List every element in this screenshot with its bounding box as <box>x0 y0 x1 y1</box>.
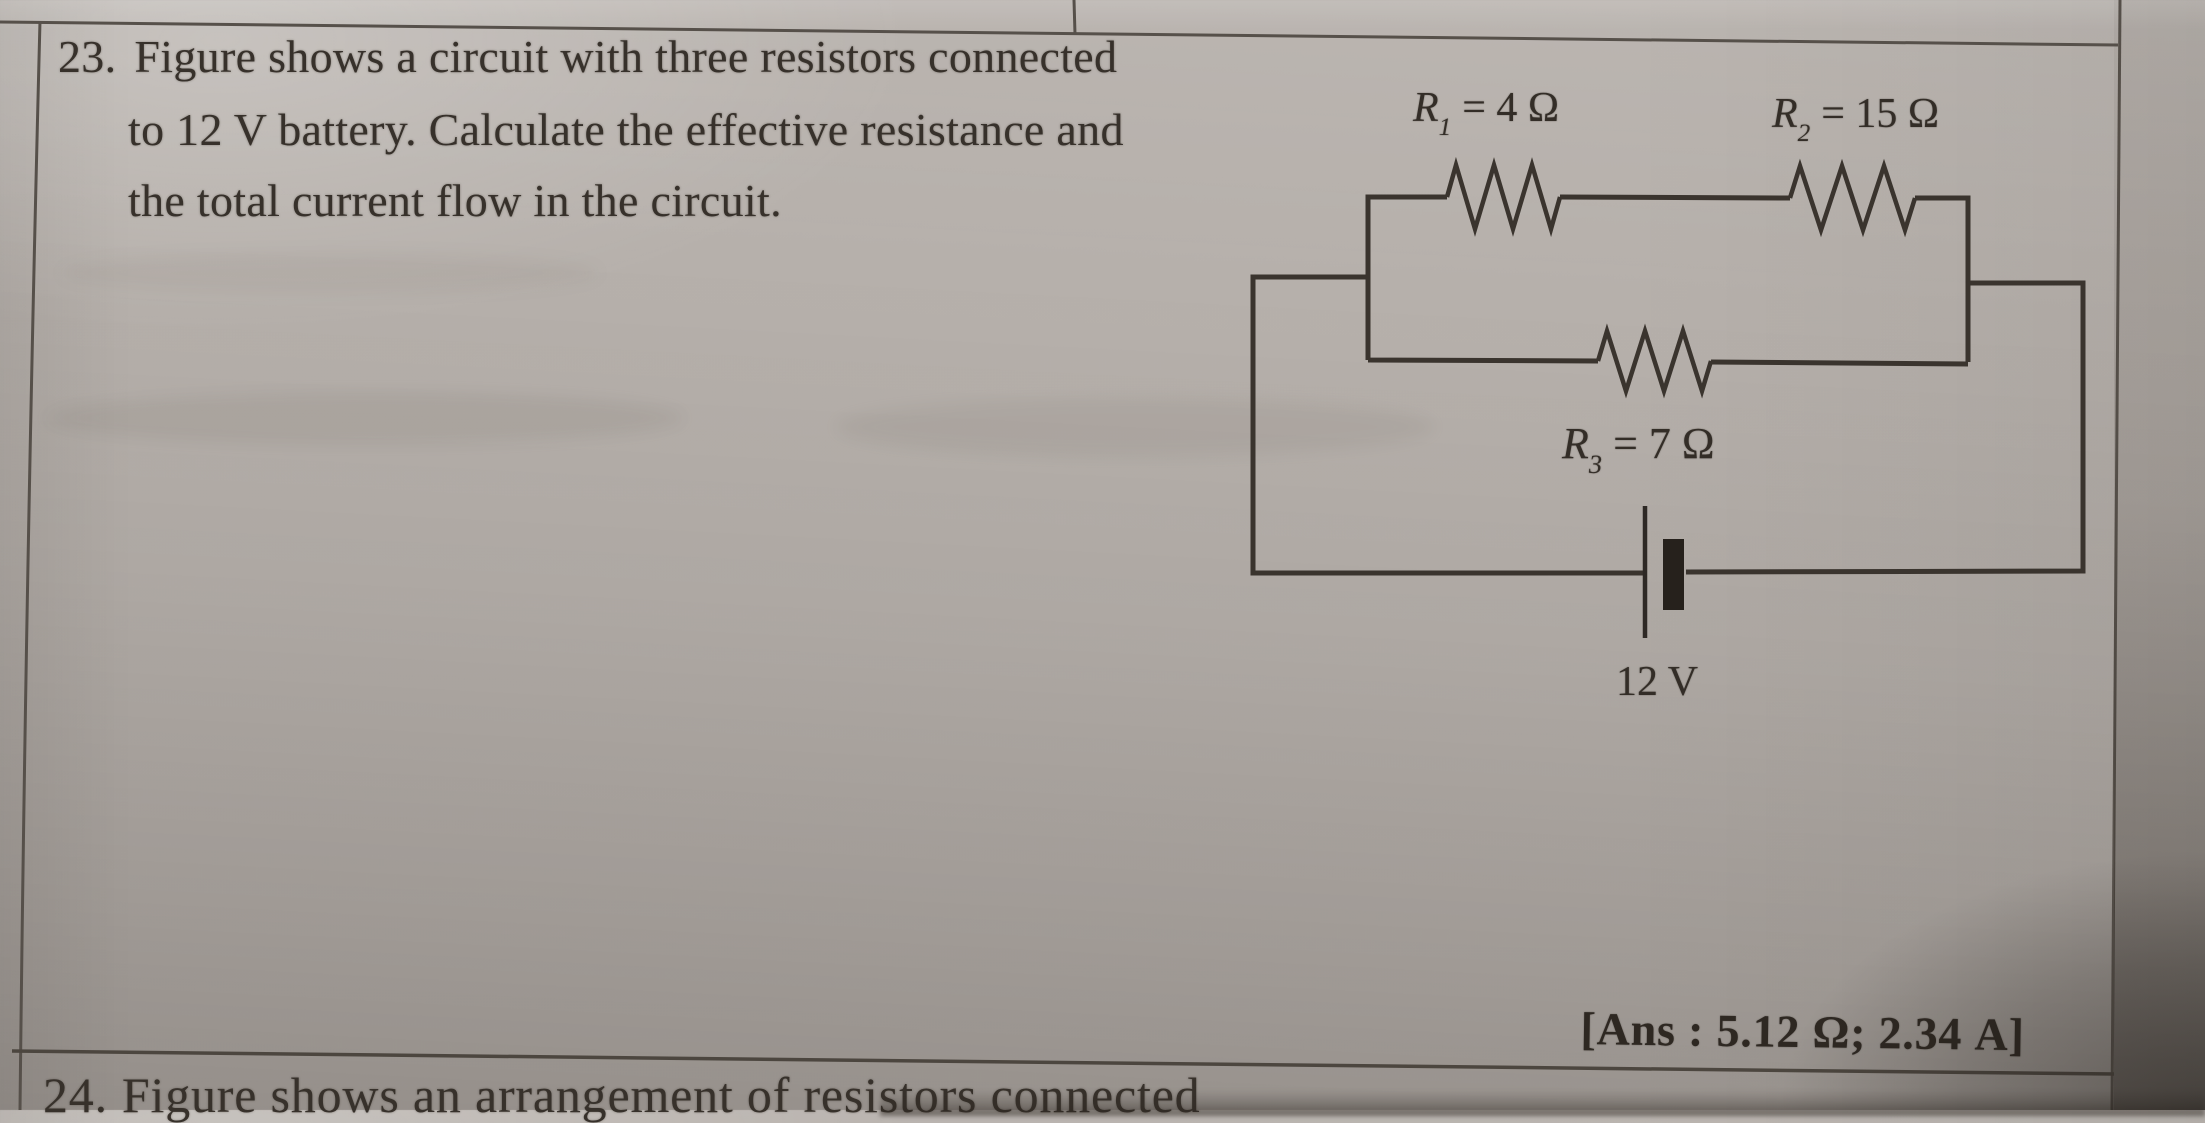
resistor-r1-symbol: R <box>1413 85 1439 131</box>
question-23-line-1: 23. Figure shows a circuit with three res… <box>58 31 1118 83</box>
resistor-r3-zigzag <box>1595 323 1714 399</box>
resistor-r3-label: R3 = 7 Ω <box>1562 418 1715 479</box>
resistor-r2-subscript: 2 <box>1797 120 1811 148</box>
resistor-r1-subscript: 1 <box>1438 114 1452 142</box>
circuit-wires <box>1250 156 2086 638</box>
battery-voltage-label: 12 V <box>1616 659 1699 705</box>
question-24-number: 24. <box>43 1067 108 1123</box>
question-23-number: 23. <box>58 31 117 82</box>
question-23-line-1-text: Figure shows a circuit with three resist… <box>134 31 1118 82</box>
resistor-r2-value: = 15 Ω <box>1821 91 1940 137</box>
table-border-left-line <box>18 20 42 1110</box>
ink-bleedthrough-smudge <box>835 398 1435 456</box>
question-23-line-3: the total current flow in the circuit. <box>128 175 782 226</box>
resistor-r2-zigzag <box>1787 158 1918 238</box>
question-23-line-2: to 12 V battery. Calculate the effective… <box>128 104 1124 155</box>
resistor-r3-value: = 7 Ω <box>1613 419 1715 468</box>
resistor-r1-label: R1 = 4 Ω <box>1413 84 1560 141</box>
ink-bleedthrough-smudge <box>60 252 600 294</box>
parallel-loop-wire <box>1365 194 1971 367</box>
resistor-r2-label: R2 = 15 Ω <box>1772 90 1940 147</box>
resistor-r1-zigzag <box>1444 156 1563 238</box>
resistor-r3-subscript: 3 <box>1588 449 1603 480</box>
outer-loop-wire <box>1250 274 2086 576</box>
resistor-r3-symbol: R <box>1562 419 1589 468</box>
ink-bleedthrough-smudge <box>45 392 685 444</box>
resistor-r1-value: = 4 Ω <box>1462 85 1560 131</box>
table-border-right-line <box>2110 0 2122 1110</box>
page-edge-shadow-right <box>2114 0 2205 1110</box>
page-corner-shadow <box>1775 850 2205 1110</box>
table-column-divider-tick <box>1072 0 1077 35</box>
battery-negative-terminal-bar <box>1663 539 1684 610</box>
table-border-top-line <box>0 20 2119 47</box>
resistor-r2-symbol: R <box>1772 91 1798 137</box>
